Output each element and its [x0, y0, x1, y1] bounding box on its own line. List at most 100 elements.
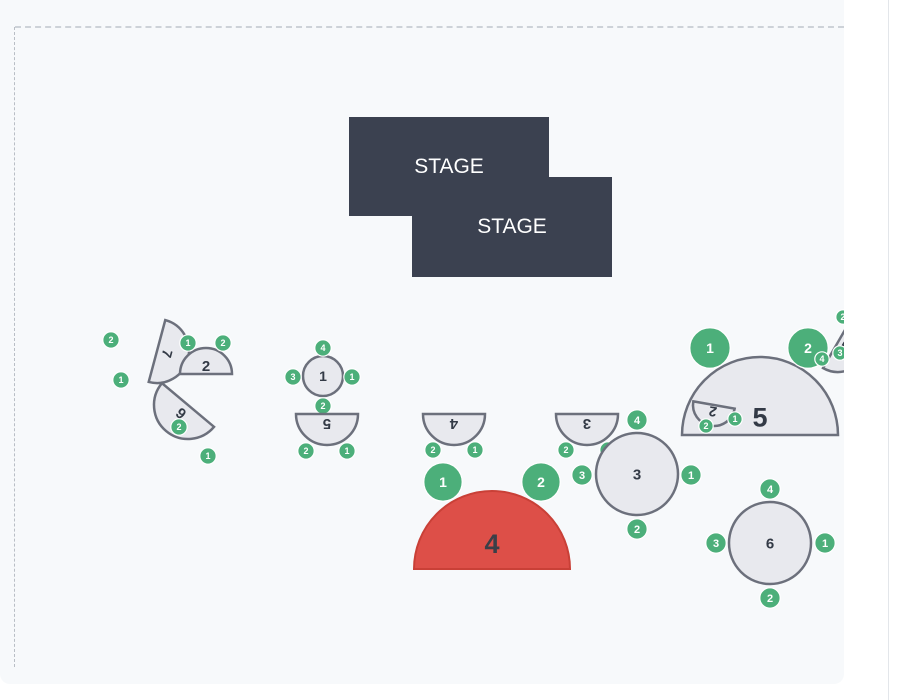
- seat-3[interactable]: 3: [571, 464, 593, 486]
- seat-circle[interactable]: [698, 418, 714, 434]
- seat-number: 3: [290, 372, 295, 382]
- seat-circle[interactable]: [112, 371, 130, 389]
- seat-circle[interactable]: [571, 464, 593, 486]
- seat-circle[interactable]: [689, 327, 731, 369]
- seat-number: 3: [579, 470, 585, 482]
- seat-number: 4: [819, 354, 824, 364]
- half-round-table[interactable]: [412, 490, 572, 570]
- seat-4[interactable]: 4: [626, 409, 648, 431]
- seat-circle[interactable]: [338, 442, 356, 460]
- seat-4[interactable]: 4: [314, 339, 332, 357]
- round-table[interactable]: [727, 500, 813, 586]
- seat-2[interactable]: 2: [297, 442, 315, 460]
- seat-circle[interactable]: [314, 339, 332, 357]
- seat-circle[interactable]: [297, 442, 315, 460]
- seat-circle[interactable]: [102, 331, 120, 349]
- seat-number: 1: [344, 446, 349, 456]
- table-2-group[interactable]: 221: [690, 399, 743, 434]
- seat-1[interactable]: 1: [112, 371, 130, 389]
- seat-circle[interactable]: [835, 309, 844, 325]
- seat-circle[interactable]: [557, 441, 575, 459]
- seat-number: 2: [108, 335, 113, 345]
- seat-number: 3: [837, 348, 842, 358]
- seat-1[interactable]: 1: [680, 464, 702, 486]
- round-table[interactable]: [594, 431, 680, 517]
- seat-4[interactable]: 4: [759, 478, 781, 500]
- seat-circle[interactable]: [759, 478, 781, 500]
- table-number: 4: [449, 415, 458, 432]
- seat-1[interactable]: 1: [814, 532, 836, 554]
- seat-number: 2: [703, 421, 708, 431]
- seat-number: 1: [118, 375, 123, 385]
- half-round-table[interactable]: [421, 412, 487, 447]
- seat-3[interactable]: 3: [832, 345, 844, 361]
- seat-circle[interactable]: [759, 587, 781, 609]
- half-round-table[interactable]: [178, 346, 234, 376]
- stage-block[interactable]: STAGE: [412, 177, 612, 277]
- seat-circle[interactable]: [814, 351, 830, 367]
- floor-plan-canvas[interactable]: STAGE STAGE 7212126211412352142132134123…: [0, 0, 844, 684]
- seat-3[interactable]: 3: [705, 532, 727, 554]
- seat-circle[interactable]: [423, 462, 463, 502]
- tables-layer: 7212126211412352142132134123412641235122…: [102, 309, 844, 609]
- seat-circle[interactable]: [424, 441, 442, 459]
- table-6-group[interactable]: 621: [140, 381, 217, 465]
- seat-number: 4: [634, 415, 641, 427]
- seat-2[interactable]: 2: [557, 441, 575, 459]
- seat-2[interactable]: 2: [170, 418, 188, 436]
- seat-circle[interactable]: [727, 411, 743, 427]
- seat-circle[interactable]: [199, 447, 217, 465]
- table-6-group[interactable]: 6 4 1 2 3: [705, 478, 836, 609]
- seat-1[interactable]: 1: [727, 411, 743, 427]
- seat-4[interactable]: 4: [814, 351, 830, 367]
- half-round-table[interactable]: [554, 412, 620, 447]
- seat-circle[interactable]: [626, 518, 648, 540]
- seat-circle[interactable]: [343, 368, 361, 386]
- seat-2[interactable]: 2: [521, 462, 561, 502]
- table-number: 6: [766, 535, 774, 552]
- seat-2[interactable]: 2: [102, 331, 120, 349]
- seat-circle[interactable]: [179, 334, 197, 352]
- seat-2[interactable]: 2: [835, 309, 844, 325]
- half-round-table[interactable]: [140, 381, 216, 453]
- seat-2[interactable]: 2: [424, 441, 442, 459]
- seat-circle[interactable]: [170, 418, 188, 436]
- seat-1[interactable]: 1: [466, 441, 484, 459]
- seat-circle[interactable]: [521, 462, 561, 502]
- table-4-group[interactable]: 42 1: [421, 412, 487, 459]
- seat-3[interactable]: 3: [284, 368, 302, 386]
- seat-1[interactable]: 1: [689, 327, 731, 369]
- half-round-table[interactable]: [294, 412, 360, 447]
- scrollbar-track[interactable]: [888, 0, 889, 700]
- seat-2[interactable]: 2: [314, 397, 332, 415]
- seat-circle[interactable]: [626, 409, 648, 431]
- seat-number: 1: [706, 340, 714, 356]
- seat-circle[interactable]: [680, 464, 702, 486]
- seat-number: 2: [804, 340, 812, 356]
- stage-label: STAGE: [477, 215, 547, 238]
- seat-circle[interactable]: [832, 345, 844, 361]
- seat-circle[interactable]: [284, 368, 302, 386]
- seat-2[interactable]: 2: [626, 518, 648, 540]
- seat-number: 3: [713, 538, 719, 550]
- seat-number: 1: [822, 538, 828, 550]
- seat-1[interactable]: 1: [199, 447, 217, 465]
- seat-1[interactable]: 1: [343, 368, 361, 386]
- seat-circle[interactable]: [214, 334, 232, 352]
- seat-2[interactable]: 2: [759, 587, 781, 609]
- seat-1[interactable]: 1: [423, 462, 463, 502]
- seat-circle[interactable]: [705, 532, 727, 554]
- seat-2[interactable]: 2: [214, 334, 232, 352]
- table-7-group[interactable]: 721: [102, 318, 196, 390]
- seat-1[interactable]: 1: [179, 334, 197, 352]
- seat-circle[interactable]: [466, 441, 484, 459]
- seat-circle[interactable]: [814, 532, 836, 554]
- seat-2[interactable]: 2: [698, 418, 714, 434]
- seat-1[interactable]: 1: [338, 442, 356, 460]
